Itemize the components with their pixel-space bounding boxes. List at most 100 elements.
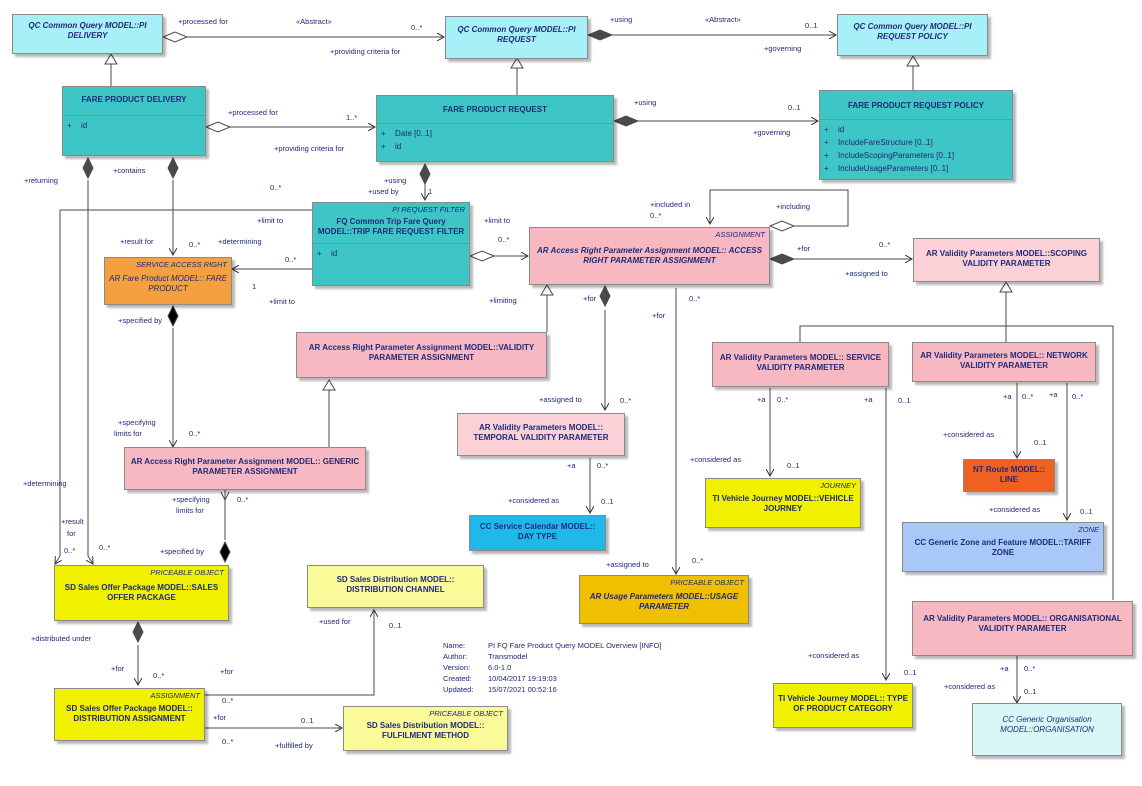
role-label: +assigned to [539, 395, 582, 404]
class-name: SD Sales Offer Package MODEL::SALES OFFE… [64, 583, 219, 602]
aggregation-diamond [161, 31, 189, 43]
attribute: +id [317, 249, 338, 258]
multiplicity-label: 0..* [64, 546, 76, 555]
stereotype: PRICEABLE OBJECT [429, 709, 503, 718]
stereotype: ZONE [1078, 525, 1099, 534]
class-tariff-zone[interactable]: ZONE CC Generic Zone and Feature MODEL::… [902, 522, 1104, 572]
composition-diamond [419, 162, 431, 186]
attribute: +IncludeScopingParameters [0..1] [824, 151, 955, 160]
multiplicity-label: 0..1 [301, 716, 314, 725]
multiplicity-label: 0..* [285, 255, 297, 264]
role-label: +a [567, 461, 576, 470]
multiplicity-label: 0..* [222, 696, 234, 705]
diagram-info: Name:PI FQ Fare Product Query MODEL Over… [443, 640, 662, 695]
role-label: +a [1003, 392, 1012, 401]
class-fare-product-request-policy[interactable]: FARE PRODUCT REQUEST POLICY +id +Include… [819, 90, 1013, 180]
class-name: SD Sales Offer Package MODEL:: DISTRIBUT… [66, 704, 193, 723]
class-vehicle-journey[interactable]: JOURNEY TI Vehicle Journey MODEL::VEHICL… [705, 478, 861, 528]
role-label: +a [1000, 664, 1009, 673]
class-name: CC Generic Organisation MODEL::ORGANISAT… [1000, 715, 1094, 734]
role-label: +result [61, 517, 84, 526]
attribute: +Date [0..1] [381, 129, 432, 138]
class-organisational-validity-parameter[interactable]: AR Validity Parameters MODEL:: ORGANISAT… [912, 601, 1133, 656]
class-service-validity-parameter[interactable]: AR Validity Parameters MODEL:: SERVICE V… [712, 342, 889, 387]
multiplicity-label: 0..1 [389, 621, 402, 630]
role-label: +limiting [489, 296, 517, 305]
role-label: +specifying [118, 418, 156, 427]
class-fare-product-request[interactable]: FARE PRODUCT REQUEST +Date [0..1] +id [376, 95, 614, 162]
class-name: AR Access Right Parameter Assignment MOD… [308, 343, 535, 362]
class-generic-parameter-assignment[interactable]: AR Access Right Parameter Assignment MOD… [124, 447, 366, 490]
multiplicity-label: 0..* [237, 495, 249, 504]
aggregation-diamond [468, 250, 496, 262]
class-pi-request-policy[interactable]: QC Common Query MODEL::PI REQUEST POLICY [837, 14, 988, 56]
multiplicity-label: 1 [252, 282, 257, 291]
multiplicity-label: 0..* [879, 240, 891, 249]
composition-diamond [768, 253, 796, 265]
class-scoping-validity-parameter[interactable]: AR Validity Parameters MODEL::SCOPING VA… [913, 238, 1100, 282]
info-version-row: Version:6.0-1.0 [443, 663, 512, 672]
class-name: CC Generic Zone and Feature MODEL::TARIF… [914, 538, 1092, 557]
class-name: FARE PRODUCT REQUEST [442, 105, 547, 114]
class-distribution-channel[interactable]: SD Sales Distribution MODEL:: DISTRIBUTI… [307, 565, 484, 608]
info-created-row: Created:10/04/2017 19:19:03 [443, 674, 557, 683]
attribute-list: +Date [0..1] +id [377, 123, 613, 155]
multiplicity-label: 0..* [498, 235, 510, 244]
info-name-row: Name:PI FQ Fare Product Query MODEL Over… [443, 641, 662, 650]
role-label: +for [583, 294, 597, 303]
stereotype: PI REQUEST FILTER [392, 205, 465, 214]
class-validity-parameter-assignment[interactable]: AR Access Right Parameter Assignment MOD… [296, 332, 547, 378]
generalization-triangle [999, 281, 1013, 293]
role-label: +using [610, 15, 633, 24]
class-line[interactable]: NT Route MODEL:: LINE [963, 459, 1055, 492]
class-sales-offer-package[interactable]: PRICEABLE OBJECT SD Sales Offer Package … [54, 565, 229, 621]
stereotype-label: «Abstract» [296, 17, 332, 26]
role-label: +providing criteria for [274, 144, 345, 153]
role-label: +using [384, 176, 407, 185]
generalization-bus [799, 325, 1114, 600]
role-label: +considered as [808, 651, 860, 660]
attribute: +IncludeFareStructure [0..1] [824, 138, 933, 147]
role-label: +specified by [118, 316, 162, 325]
attribute: +IncludeUsageParameters [0..1] [824, 164, 949, 173]
class-pi-delivery[interactable]: QC Common Query MODEL::PI DELIVERY [12, 14, 163, 54]
class-temporal-validity-parameter[interactable]: AR Validity Parameters MODEL:: TEMPORAL … [457, 413, 625, 456]
role-label: +considered as [989, 505, 1041, 514]
composition-diamond [82, 156, 94, 180]
class-name: QC Common Query MODEL::PI REQUEST POLICY [853, 22, 972, 41]
class-fare-product-delivery[interactable]: FARE PRODUCT DELIVERY +id [62, 86, 206, 156]
role-label: +considered as [508, 496, 560, 505]
class-pi-request[interactable]: QC Common Query MODEL::PI REQUEST [445, 16, 588, 59]
class-organisation[interactable]: CC Generic Organisation MODEL::ORGANISAT… [972, 703, 1122, 756]
class-name: AR Validity Parameters MODEL:: NETWORK V… [920, 351, 1088, 370]
class-name: CC Service Calendar MODEL:: DAY TYPE [479, 522, 596, 541]
class-fulfilment-method[interactable]: PRICEABLE OBJECT SD Sales Distribution M… [343, 706, 508, 751]
composition-diamond [599, 284, 611, 308]
class-day-type[interactable]: CC Service Calendar MODEL:: DAY TYPE [469, 515, 606, 551]
assoc-self-including [710, 189, 849, 227]
class-name: FQ Common Trip Fare Query MODEL::TRIP FA… [317, 217, 465, 236]
multiplicity-label: 0..* [1024, 664, 1036, 673]
role-label: +included in [650, 200, 691, 209]
role-label: +a [1049, 390, 1058, 399]
multiplicity-label: 0..1 [1080, 507, 1093, 516]
role-label: +for [220, 667, 234, 676]
class-fare-product[interactable]: SERVICE ACCESS RIGHT AR Fare Product MOD… [104, 257, 232, 305]
class-access-right-parameter-assignment[interactable]: ASSIGNMENT AR Access Right Parameter Ass… [529, 227, 770, 285]
multiplicity-label: 0..* [650, 211, 662, 220]
class-name: AR Fare Product MODEL:: FARE PRODUCT [109, 274, 227, 293]
class-distribution-assignment[interactable]: ASSIGNMENT SD Sales Offer Package MODEL:… [54, 688, 205, 741]
attribute-list: +id +IncludeFareStructure [0..1] +Includ… [820, 119, 1012, 177]
assoc-returning [88, 210, 93, 564]
class-trip-fare-request-filter[interactable]: PI REQUEST FILTER FQ Common Trip Fare Qu… [312, 202, 470, 286]
role-label: +for [797, 244, 811, 253]
stereotype: SERVICE ACCESS RIGHT [136, 260, 227, 269]
class-type-of-product-category[interactable]: TI Vehicle Journey MODEL:: TYPE OF PRODU… [773, 683, 913, 728]
class-name: QC Common Query MODEL::PI REQUEST [457, 25, 576, 44]
stereotype: ASSIGNMENT [715, 230, 765, 239]
class-usage-parameter[interactable]: PRICEABLE OBJECT AR Usage Parameters MOD… [579, 575, 749, 624]
class-network-validity-parameter[interactable]: AR Validity Parameters MODEL:: NETWORK V… [912, 342, 1096, 382]
role-label: +considered as [943, 430, 995, 439]
